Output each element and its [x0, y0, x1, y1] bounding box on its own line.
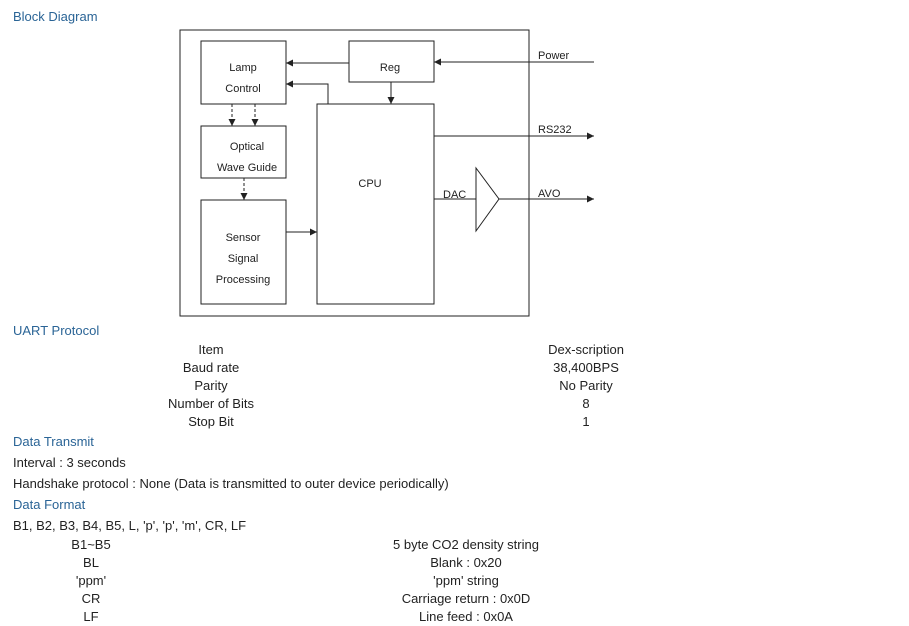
format-sequence: B1, B2, B3, B4, B5, L, 'p', 'p', 'm', CR…	[13, 518, 247, 533]
format-heading: Data Format	[13, 497, 86, 512]
sensor-label-2: Signal	[228, 253, 259, 265]
format-desc-2: 'ppm' string	[433, 573, 499, 588]
format-desc-4: Line feed : 0x0A	[419, 609, 513, 624]
cpu-box	[316, 103, 435, 305]
uart-desc-4: 1	[582, 414, 590, 429]
optical-label-1: Optical	[230, 141, 264, 153]
dac-amplifier	[475, 166, 500, 233]
lamp-label-2: Control	[225, 83, 260, 95]
optical-label-2: Wave Guide	[217, 162, 277, 174]
uart-desc-1: 38,400BPS	[553, 360, 619, 375]
outer-frame	[179, 29, 530, 317]
format-field-2: 'ppm'	[75, 573, 107, 588]
power-label: Power	[538, 50, 570, 62]
sensor-label-1: Sensor	[226, 232, 261, 244]
avo-label: AVO	[538, 188, 561, 200]
format-field-4: LF	[83, 609, 99, 624]
block-diagram-heading: Block Diagram	[13, 9, 98, 24]
format-field-1: BL	[83, 555, 99, 570]
format-desc-0: 5 byte CO2 density string	[393, 537, 539, 552]
uart-heading: UART Protocol	[13, 323, 100, 338]
transmit-handshake: Handshake protocol : None (Data is trans…	[13, 476, 449, 491]
uart-item-0: Item	[198, 342, 224, 357]
format-field-0: B1~B5	[71, 537, 111, 552]
rs232-label: RS232	[538, 124, 572, 136]
uart-item-1: Baud rate	[182, 360, 240, 375]
uart-desc-3: 8	[582, 396, 590, 411]
format-desc-3: Carriage return : 0x0D	[401, 591, 531, 606]
uart-item-3: Number of Bits	[168, 396, 254, 411]
uart-desc-0: Dex-scription	[548, 342, 624, 357]
sensor-box	[200, 199, 287, 305]
format-desc-1: Blank : 0x20	[430, 555, 502, 570]
format-field-3: CR	[81, 591, 101, 606]
lamp-control-box	[200, 40, 287, 105]
uart-item-4: Stop Bit	[188, 414, 234, 429]
uart-desc-2: No Parity	[559, 378, 613, 393]
reg-label: Reg	[380, 62, 400, 74]
cpu-label: CPU	[358, 178, 381, 190]
dac-label: DAC	[443, 189, 466, 201]
transmit-interval: Interval : 3 seconds	[13, 455, 126, 470]
lamp-label-1: Lamp	[229, 62, 257, 74]
block-diagram: Lamp Control Reg Optical Wave Guide Sens…	[179, 29, 594, 317]
sensor-label-3: Processing	[216, 274, 270, 286]
uart-item-2: Parity	[194, 378, 228, 393]
transmit-heading: Data Transmit	[13, 434, 94, 449]
